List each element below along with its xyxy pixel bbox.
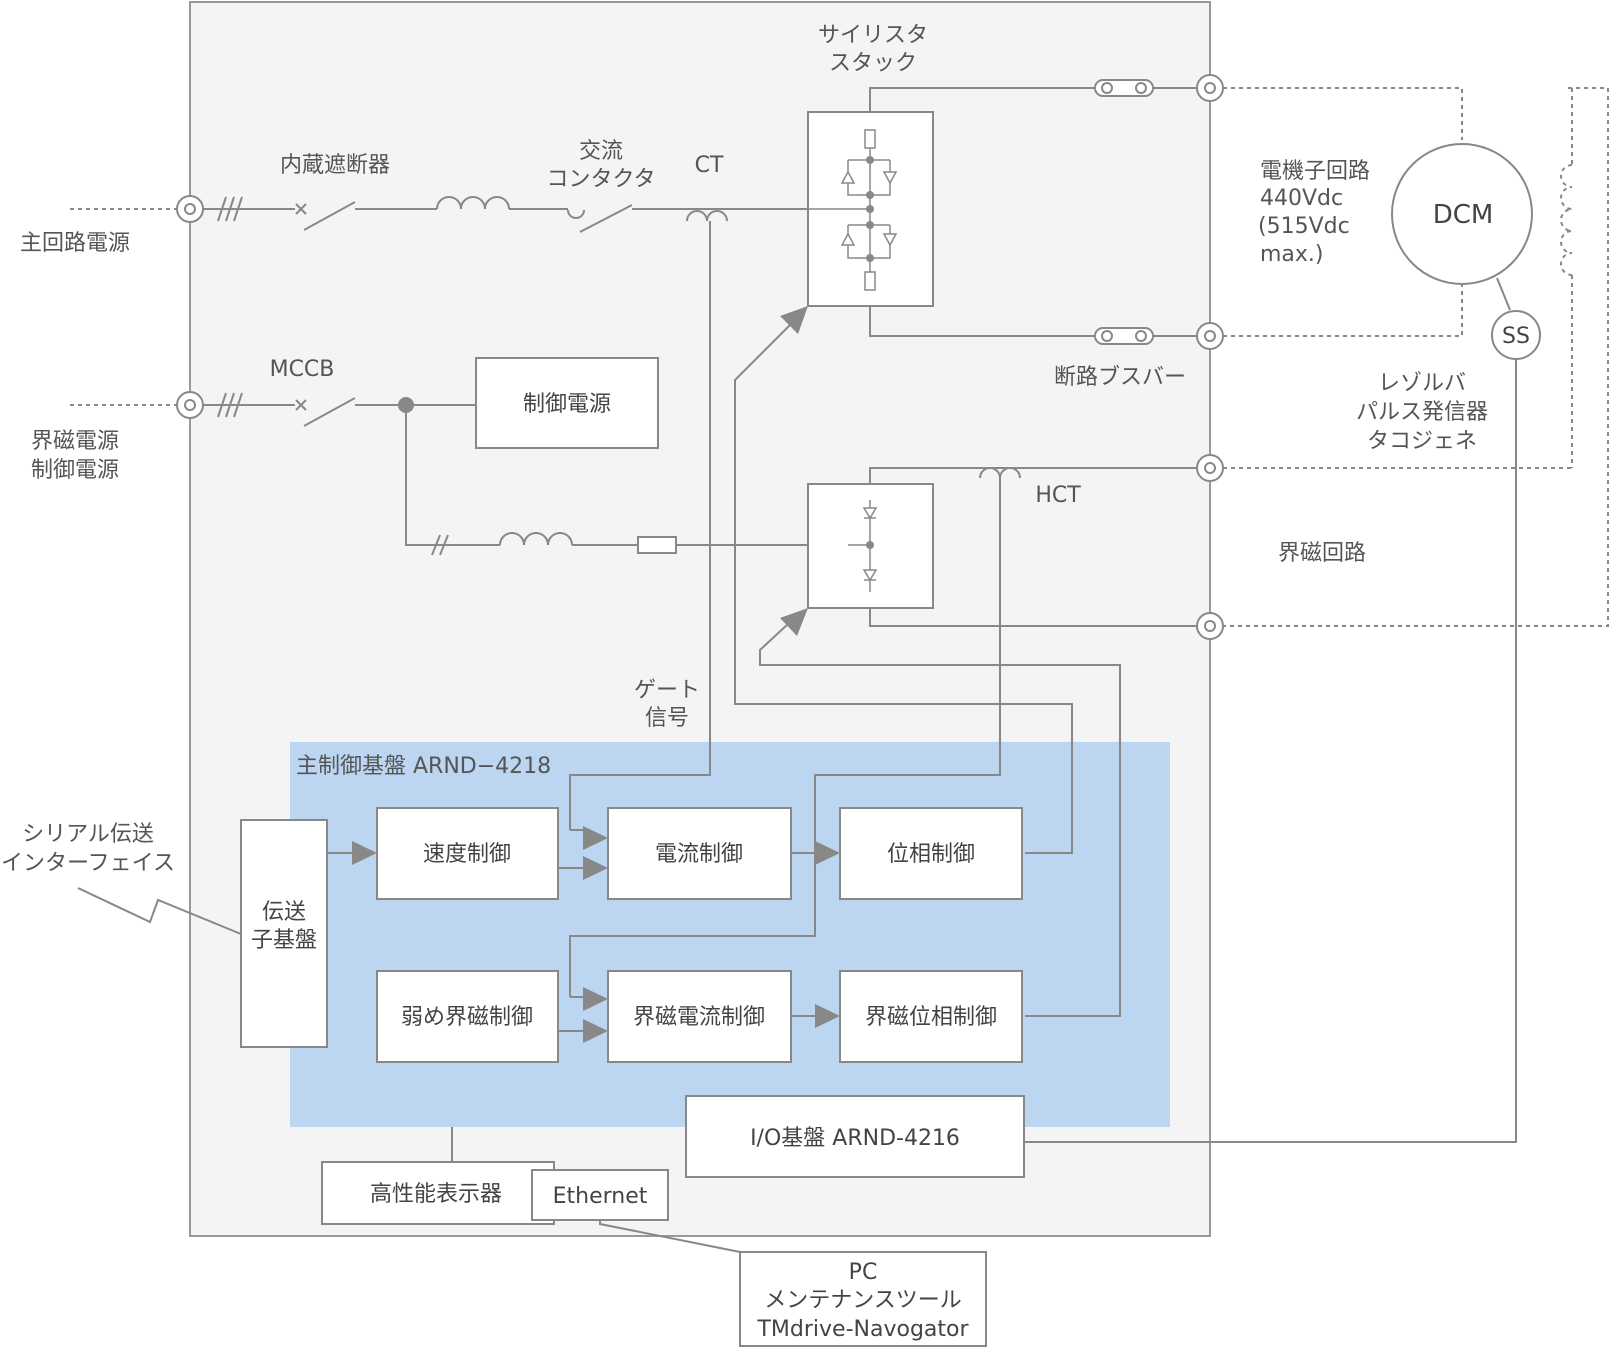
mccb-label: MCCB [270,357,335,382]
transmit-sub-board [240,819,328,1048]
resolver-label-3: タコジェネ [1367,429,1477,454]
control-power-box [475,357,659,449]
busbar-label: 断路ブスバー [1054,365,1186,390]
field-power-label: 界磁電源 [31,429,119,454]
gate-label-1: ゲート [634,678,700,703]
control-arrows [327,826,840,1043]
phase-control-label: 位相制御 [887,842,975,867]
speed-control-label: 速度制御 [423,842,511,867]
main-circuit [70,195,808,830]
main-power-label: 主回路電源 [20,231,130,256]
control-power-box-label: 制御電源 [523,392,611,417]
main-control-board [290,742,1170,1127]
gate-label-2: 信号 [645,706,689,731]
armature-label-1: 電機子回路 [1260,159,1370,184]
resolver-label-1: レゾルバ [1378,371,1466,396]
ss-label: SS [1502,324,1530,349]
pc-label-2: メンテナンスツール [764,1288,962,1313]
dcm-label: DCM [1433,200,1494,230]
motor [1025,87,1609,1143]
thyristor-stack-field [807,454,1224,640]
main-board-label: 主制御基盤 ARND−4218 [296,754,551,779]
field-current-control-label: 界磁電流制御 [633,1005,765,1030]
thyristor-label-2: スタック [829,51,917,76]
ethernet-label: Ethernet [553,1184,648,1209]
builtin-breaker-label: 内蔵遮断器 [280,153,390,178]
thyristor-stack-armature [807,111,934,307]
control-blocks [240,807,1025,1178]
field-circuit [70,391,808,556]
armature-label-2: 440Vdc [1260,186,1343,211]
ac-contactor-label-2: コンタクタ [546,167,655,192]
serial-label-1: シリアル伝送 [22,822,154,847]
resolver-label-2: パルス発信器 [1356,400,1488,425]
display-unit [321,1127,987,1347]
ct-label: CT [695,153,724,178]
serial-link [77,887,242,935]
thyristor-label-1: サイリスタ [818,23,928,48]
hct-label: HCT [1035,483,1081,508]
transmit-label-2: 子基盤 [251,928,317,953]
transmit-label-1: 伝送 [262,900,306,925]
io-board-label: I/O基盤 ARND-4216 [750,1126,960,1151]
armature-label-3: (515Vdc [1258,214,1350,239]
control-power-label: 制御電源 [31,458,119,483]
field-circuit-label: 界磁回路 [1278,541,1366,566]
serial-label-2: インターフェイス [1,851,175,876]
armature-label-4: max.) [1260,242,1324,267]
ac-contactor-label-1: 交流 [579,139,623,164]
armature-output [869,74,1463,350]
current-control-label: 電流制御 [655,842,743,867]
io-board [685,1095,1025,1178]
field-phase-control-label: 界磁位相制御 [865,1005,997,1030]
pc-label-3: TMdrive-Navogator [756,1317,969,1342]
weak-field-control-label: 弱め界磁制御 [401,1005,533,1030]
pc-maintenance-tool [739,1251,987,1347]
display-label: 高性能表示器 [370,1182,502,1207]
pc-label-1: PC [849,1260,878,1285]
